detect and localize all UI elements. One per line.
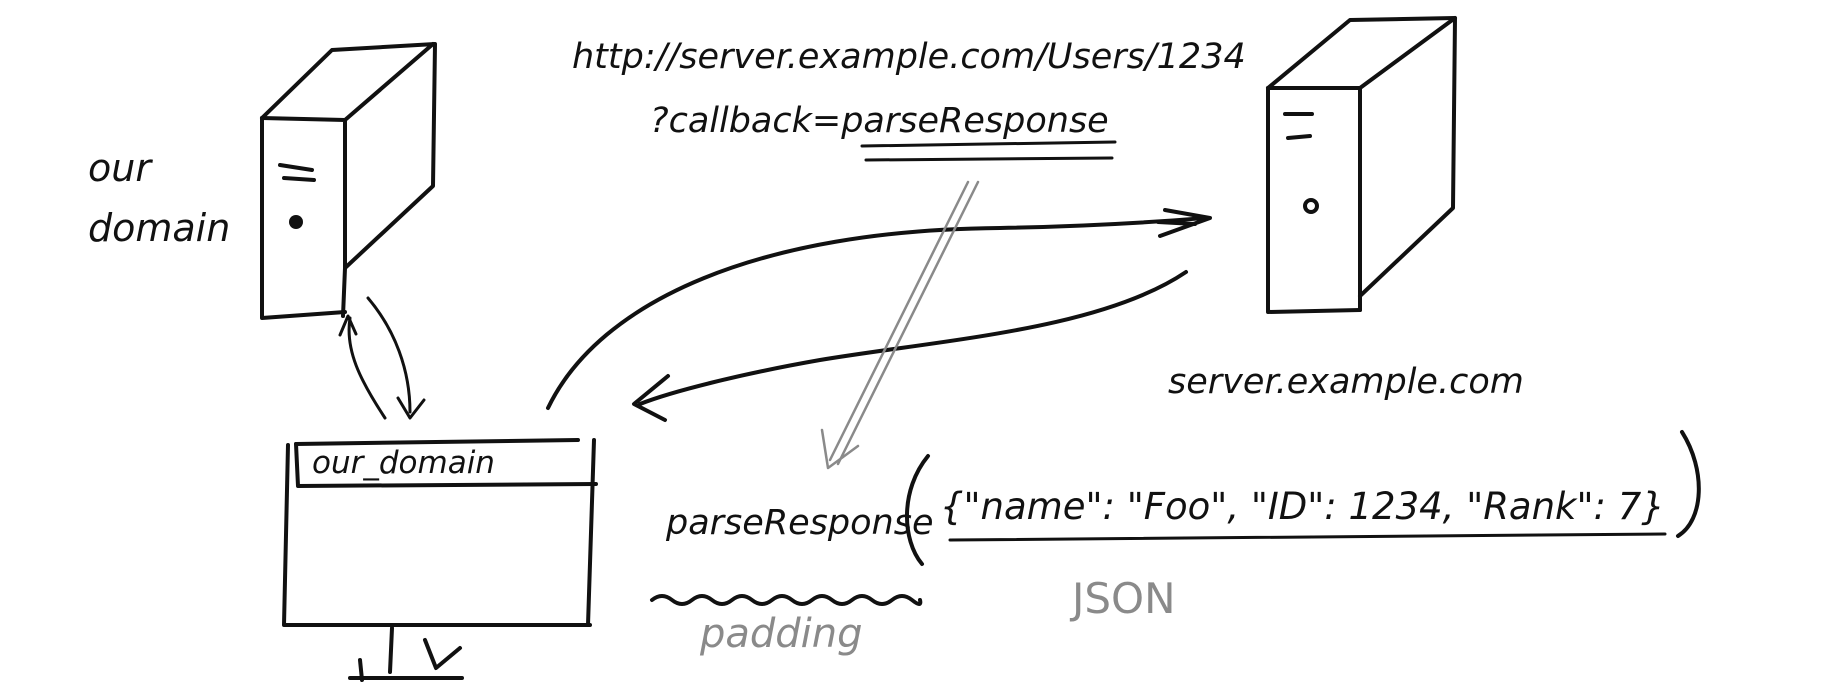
browser-title-label: our_domain xyxy=(312,445,495,481)
response-function-label: parseResponse xyxy=(666,503,934,543)
request-url-line1: http://server.example.com/Users/1234 xyxy=(572,37,1246,77)
response-arrow xyxy=(632,270,1188,422)
local-arrows xyxy=(338,296,426,420)
power-button-icon xyxy=(289,215,303,229)
request-arrow xyxy=(546,208,1212,410)
underlines xyxy=(650,140,1667,606)
padding-label: padding xyxy=(700,611,863,657)
request-url-prefix: ?callback= xyxy=(650,101,842,141)
paren-close xyxy=(1676,430,1701,538)
remote-server-icon xyxy=(1266,16,1457,314)
our-domain-server-icon xyxy=(260,42,437,320)
request-url-callback: parseResponse xyxy=(841,101,1109,141)
power-button-icon xyxy=(1303,198,1319,214)
remote-server-label: server.example.com xyxy=(1168,362,1524,402)
response-json-label: {"name": "Foo", "ID": 1234, "Rank": 7} xyxy=(940,485,1665,528)
browser-monitor-icon xyxy=(282,438,598,682)
json-label: JSON xyxy=(1072,574,1176,623)
request-url-line2: ?callback=parseResponse xyxy=(650,104,1109,139)
callback-pointer xyxy=(820,180,980,470)
our-domain-label: our domain xyxy=(88,146,231,250)
paren-open xyxy=(905,454,930,566)
